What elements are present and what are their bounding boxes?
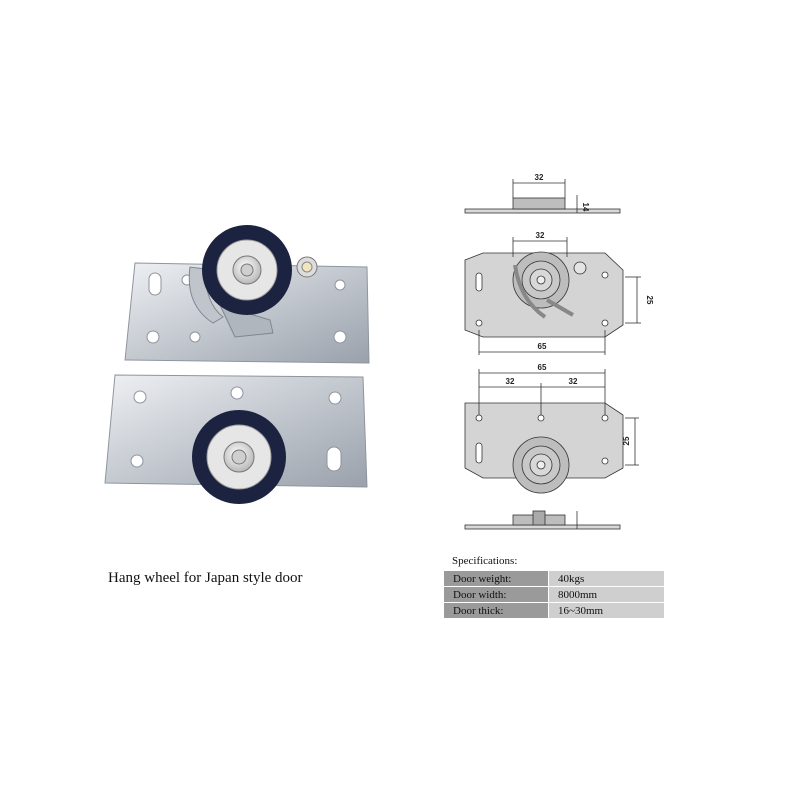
- plan-view-bottom: [464, 369, 639, 494]
- dim-bot-width: 65: [538, 363, 547, 372]
- spec-label: Door weight:: [443, 570, 549, 587]
- product-caption: Hang wheel for Japan style door: [108, 570, 303, 586]
- dim-mid-wheel: 32: [536, 231, 545, 240]
- dim-mid-height: 25: [645, 296, 654, 305]
- spec-value: 40kgs: [548, 570, 665, 587]
- spec-value: 16~30mm: [548, 602, 665, 619]
- dim-top-thick: 14: [581, 203, 590, 212]
- technical-drawings: 32 14 32 25 65 65 32 32 25: [464, 173, 654, 530]
- side-view-bottom: [464, 510, 621, 530]
- dim-bot-right: 32: [569, 377, 578, 386]
- upper-plate: [124, 225, 370, 364]
- dim-bot-height: 25: [622, 436, 631, 445]
- product-photo: [104, 225, 370, 504]
- spec-row: Door weight: 40kgs: [443, 570, 665, 587]
- spec-row: Door thick: 16~30mm: [443, 602, 665, 619]
- side-view-top: [464, 179, 621, 214]
- spec-label: Door width:: [443, 586, 549, 603]
- lower-plate: [104, 374, 368, 504]
- spec-label: Door thick:: [443, 602, 549, 619]
- spec-value: 8000mm: [548, 586, 665, 603]
- spec-row: Door width: 8000mm: [443, 586, 665, 603]
- dim-top-width: 32: [535, 173, 544, 182]
- dim-bot-left: 32: [506, 377, 515, 386]
- dim-mid-width: 65: [538, 342, 547, 351]
- specifications-table: Door weight: 40kgs Door width: 8000mm Do…: [443, 570, 665, 619]
- plan-view-middle: [464, 237, 641, 355]
- specifications-title: Specifications:: [452, 555, 518, 567]
